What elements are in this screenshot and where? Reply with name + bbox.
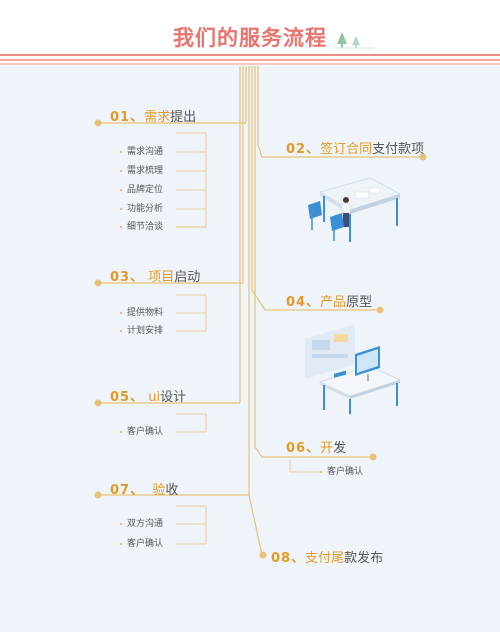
step-number: 06、 (286, 441, 321, 456)
step-label: 发 (333, 441, 347, 456)
design-monitor-illustration (305, 324, 402, 414)
sub-item: 功能分析 (127, 204, 164, 214)
step-number: 01、 (110, 110, 145, 125)
meeting-table-illustration (308, 177, 402, 242)
step-08: 08、支付尾款发布 (271, 547, 383, 566)
header-stripe (0, 63, 500, 65)
step-04: 04、产品原型 (286, 291, 372, 310)
step-highlight: 支付尾 (305, 551, 345, 566)
step-highlight: 签订合同 (320, 142, 373, 157)
step-label: 支付款项 (372, 142, 425, 157)
header-stripe (0, 59, 500, 61)
sub-item: 客户确认 (327, 467, 364, 477)
sub-item: 客户确认 (127, 427, 164, 437)
step-number: 05、 (110, 390, 145, 405)
header: 我们的服务流程 (0, 0, 500, 66)
sub-item: 客户确认 (127, 539, 164, 549)
step-label: 款发布 (344, 551, 384, 566)
sub-item: 提供物料 (127, 308, 164, 318)
header-stripe (0, 54, 500, 56)
sub-item: 双方沟通 (127, 519, 164, 529)
step-06: 06、开发 (286, 437, 346, 456)
trees-icon (334, 32, 374, 49)
step-number: 03、 (110, 270, 145, 285)
step-number: 08、 (271, 551, 306, 566)
sub-item: 品牌定位 (127, 185, 164, 195)
step-label: 原型 (346, 295, 373, 310)
step-05: 05、 ui设计 (110, 386, 186, 405)
step-highlight: 开 (320, 441, 334, 456)
page-title: 我们的服务流程 (0, 22, 500, 52)
step-number: 04、 (286, 295, 321, 310)
step-number: 07、 (110, 483, 145, 498)
step-label: 启动 (174, 270, 201, 285)
sub-item: 需求梳理 (127, 166, 164, 176)
step-highlight: 项目 (148, 270, 175, 285)
step-number: 02、 (286, 142, 321, 157)
sub-item: 需求沟通 (127, 147, 164, 157)
step-label: 提出 (170, 110, 197, 125)
step-01: 01、需求提出 (110, 106, 196, 125)
title-part-1: 我们的 (173, 26, 239, 50)
title-part-2: 服务 (239, 26, 283, 50)
step-highlight: 需求 (144, 110, 171, 125)
step-03: 03、 项目启动 (110, 266, 200, 285)
step-label: 设计 (160, 390, 187, 405)
sub-item: 计划安排 (127, 326, 164, 336)
step-07: 07、 验收 (110, 479, 178, 498)
title-part-3: 流程 (283, 26, 327, 50)
step-highlight: 产品 (320, 295, 347, 310)
step-02: 02、签订合同支付款项 (286, 138, 424, 157)
step-label: 收 (165, 483, 179, 498)
sub-item: 细节洽谈 (127, 222, 164, 232)
step-highlight: ui (148, 390, 161, 405)
step-highlight: 验 (152, 483, 166, 498)
